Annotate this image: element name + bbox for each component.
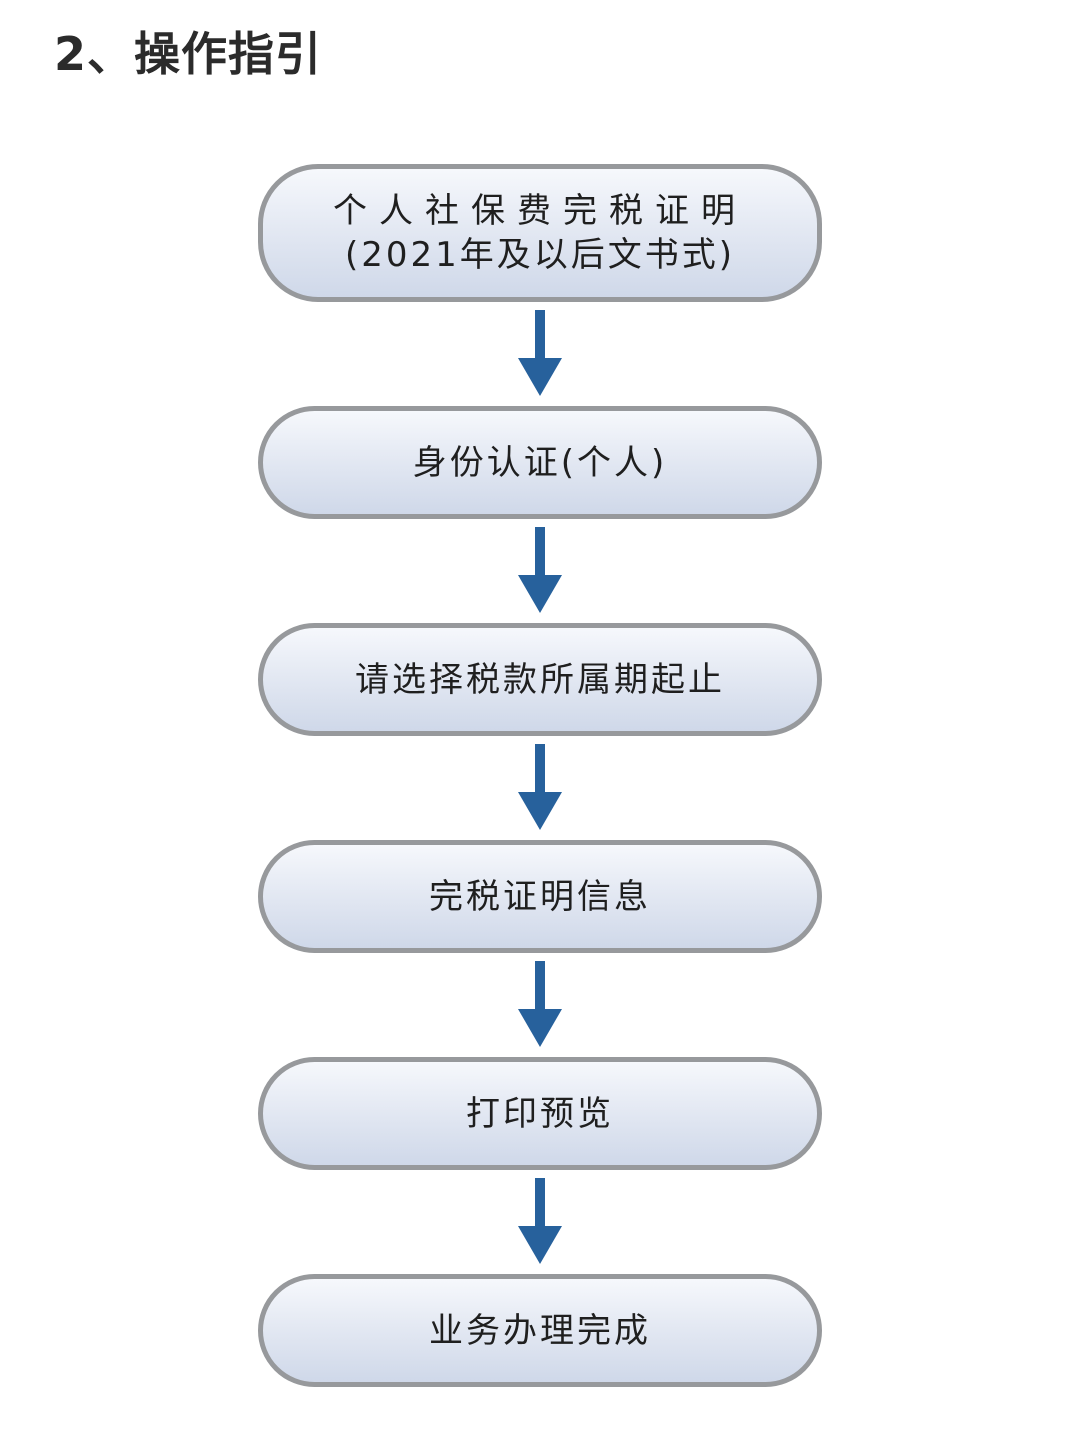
page-title: 2、操作指引 xyxy=(54,27,323,81)
flow-step-4: 完税证明信息 xyxy=(258,840,822,953)
flow-step-6-label: 业务办理完成 xyxy=(429,1310,651,1351)
down-arrow-icon xyxy=(518,961,562,1047)
flow-step-3: 请选择税款所属期起止 xyxy=(258,623,822,736)
down-arrow-icon xyxy=(518,1178,562,1264)
down-arrow-icon xyxy=(518,744,562,830)
flow-step-5-label: 打印预览 xyxy=(466,1093,614,1134)
flow-step-1-line-2: (2021年及以后文书式) xyxy=(344,235,736,275)
flow-step-3-label: 请选择税款所属期起止 xyxy=(355,659,725,700)
down-arrow-icon xyxy=(518,310,562,396)
flow-step-1: 个人社保费完税证明 (2021年及以后文书式) xyxy=(258,164,822,302)
flow-step-6: 业务办理完成 xyxy=(258,1274,822,1387)
flow-step-2: 身份认证(个人) xyxy=(258,406,822,519)
flow-step-2-label: 身份认证(个人) xyxy=(412,442,668,483)
down-arrow-icon xyxy=(518,527,562,613)
flow-step-5: 打印预览 xyxy=(258,1057,822,1170)
flow-step-4-label: 完税证明信息 xyxy=(429,876,651,917)
flow-step-1-line-1: 个人社保费完税证明 xyxy=(333,191,747,231)
